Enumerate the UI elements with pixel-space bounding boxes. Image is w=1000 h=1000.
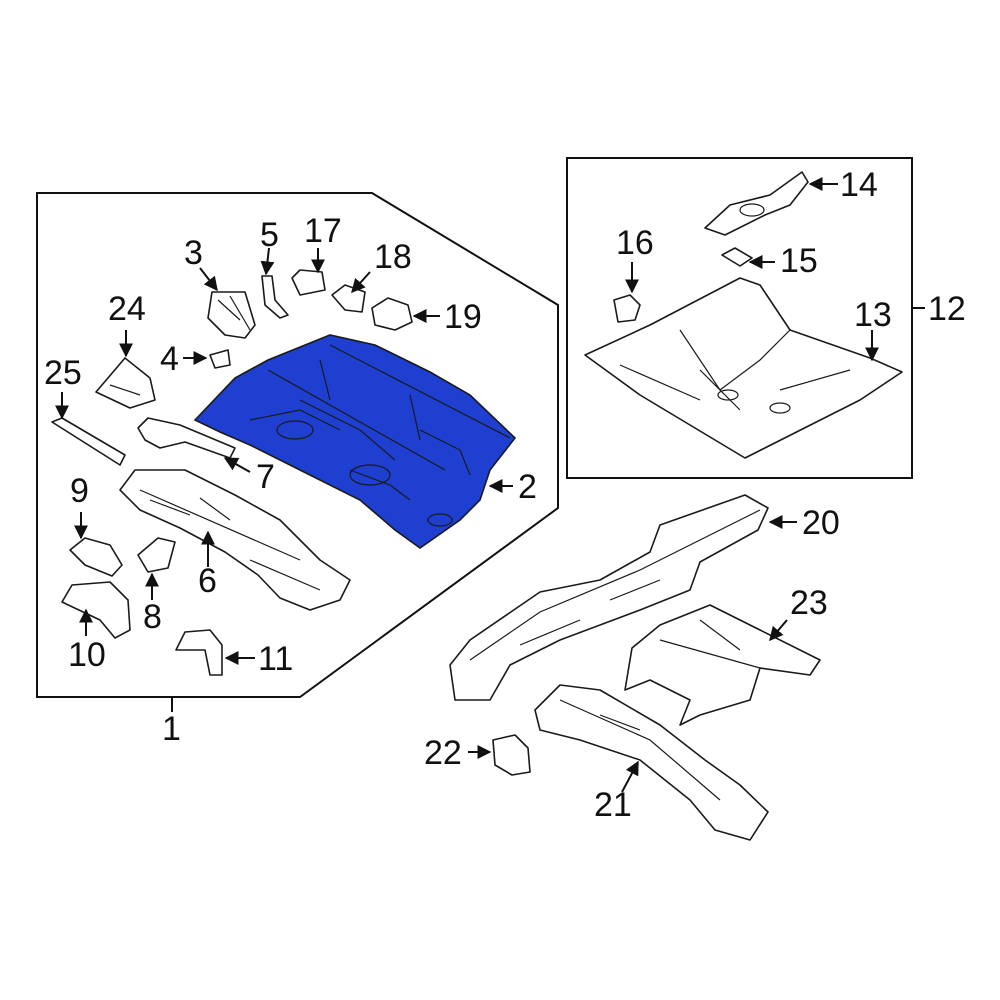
callout-13[interactable]: 13 <box>854 296 892 334</box>
callout-22[interactable]: 22 <box>424 734 462 772</box>
callout-1[interactable]: 1 <box>162 710 181 748</box>
callout-4[interactable]: 4 <box>160 340 179 378</box>
callout-19[interactable]: 19 <box>444 298 482 336</box>
part-17-bracket[interactable] <box>291 269 326 296</box>
part-22-bracket[interactable] <box>492 734 531 776</box>
callout-16[interactable]: 16 <box>616 224 654 262</box>
floor-pan-shape <box>193 334 517 549</box>
callout-12[interactable]: 12 <box>928 290 966 328</box>
callout-3[interactable]: 3 <box>184 234 203 272</box>
callout-5[interactable]: 5 <box>260 216 279 254</box>
part-15-plate[interactable] <box>721 247 753 267</box>
group-1-outline <box>36 192 559 698</box>
callout-7[interactable]: 7 <box>256 458 275 496</box>
part-10-bracket[interactable] <box>61 581 131 639</box>
part-16-bracket[interactable] <box>613 294 641 323</box>
part-2-rear-floor-pan[interactable] <box>193 334 517 549</box>
part-8-bracket[interactable] <box>137 537 176 573</box>
callout-20[interactable]: 20 <box>802 504 840 542</box>
part-21-side-rail[interactable] <box>534 684 769 841</box>
callout-25[interactable]: 25 <box>44 354 82 392</box>
part-11-arch[interactable] <box>175 629 223 676</box>
callout-15[interactable]: 15 <box>780 242 818 280</box>
callout-17[interactable]: 17 <box>304 212 342 250</box>
callout-14[interactable]: 14 <box>840 166 878 204</box>
part-19-bracket[interactable] <box>371 297 413 331</box>
part-9-bracket[interactable] <box>69 537 123 577</box>
part-20-side-rail[interactable] <box>449 494 769 701</box>
callout-18[interactable]: 18 <box>374 238 412 276</box>
part-23-crossmember[interactable] <box>624 604 821 726</box>
callout-8[interactable]: 8 <box>143 598 162 636</box>
part-6-side-member[interactable] <box>119 469 351 611</box>
callout-24[interactable]: 24 <box>108 290 146 328</box>
callout-9[interactable]: 9 <box>70 472 89 510</box>
callout-10[interactable]: 10 <box>68 636 106 674</box>
part-5-strip[interactable] <box>261 275 289 319</box>
group-12-outline <box>566 157 913 479</box>
callout-23[interactable]: 23 <box>790 584 828 622</box>
callout-21[interactable]: 21 <box>594 786 632 824</box>
part-25-strip[interactable] <box>51 417 126 466</box>
callout-2[interactable]: 2 <box>518 468 537 506</box>
part-24-panel[interactable] <box>95 357 156 409</box>
part-14-crossmember[interactable] <box>704 171 809 236</box>
part-18-bracket[interactable] <box>331 284 366 313</box>
part-3-bracket[interactable] <box>207 291 256 339</box>
callout-6[interactable]: 6 <box>198 562 217 600</box>
part-4-clip[interactable] <box>209 349 231 369</box>
callout-11[interactable]: 11 <box>258 640 293 678</box>
